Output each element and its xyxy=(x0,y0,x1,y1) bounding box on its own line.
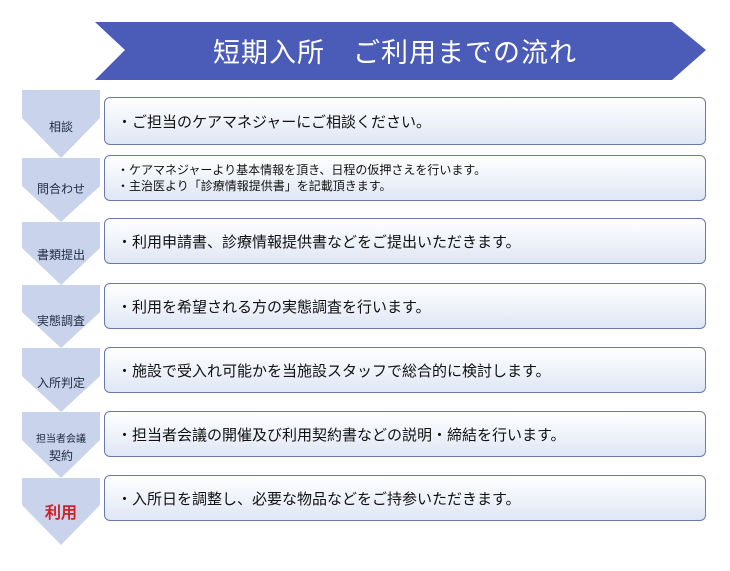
step-3-text: ・利用申請書、診療情報提供書などをご提出いただきます。 xyxy=(117,232,521,251)
step-label-survey: 実態調査 xyxy=(36,314,85,328)
step-box-6: ・担当者会議の開催及び利用契約書などの説明・締結を行います。 xyxy=(104,411,706,457)
step-chevron-7 xyxy=(22,478,100,545)
step-label-documents: 書類提出 xyxy=(36,248,85,262)
step-label-inquiry: 問合わせ xyxy=(36,182,85,196)
step-box-7: ・入所日を調整し、必要な物品などをご持参いただきます。 xyxy=(104,475,706,521)
title-banner xyxy=(95,22,706,80)
step-label-meeting-line1: 担当者会議 xyxy=(36,434,86,445)
step-chevron-5 xyxy=(22,348,100,412)
step-6-text: ・担当者会議の開催及び利用契約書などの説明・締結を行います。 xyxy=(117,425,566,444)
step-label-judgement: 入所判定 xyxy=(36,376,85,390)
step-2-text-1: ・ケアマネジャーより基本情報を頂き、日程の仮押さえを行います。 xyxy=(117,163,487,177)
step-5-text: ・施設で受入れ可能かを当施設スタッフで総合的に検討します。 xyxy=(117,361,551,380)
step-box-1: ・ご担当のケアマネジャーにご相談ください。 xyxy=(104,97,706,145)
step-2-text-2: ・主治医より「診療情報提供書」を記載頂きます。 xyxy=(117,179,392,193)
step-box-3: ・利用申請書、診療情報提供書などをご提出いただきます。 xyxy=(104,218,706,264)
step-chevron-1 xyxy=(22,90,100,158)
step-label-consultation: 相談 xyxy=(48,120,73,134)
step-box-5: ・施設で受入れ可能かを当施設スタッフで総合的に検討します。 xyxy=(104,347,706,393)
step-box-4: ・利用を希望される方の実態調査を行います。 xyxy=(104,283,706,329)
step-chevron-4 xyxy=(22,285,100,348)
step-7-text: ・入所日を調整し、必要な物品などをご持参いただきます。 xyxy=(117,489,521,508)
step-chevron-2 xyxy=(22,158,100,222)
step-chevron-3 xyxy=(22,222,100,285)
step-chevron-6 xyxy=(22,412,100,478)
step-4-text: ・利用を希望される方の実態調査を行います。 xyxy=(117,297,431,316)
step-1-text: ・ご担当のケアマネジャーにご相談ください。 xyxy=(117,112,431,131)
step-box-2: ・ケアマネジャーより基本情報を頂き、日程の仮押さえを行います。 ・主治医より「診… xyxy=(104,155,706,201)
step-label-meeting-line2: 契約 xyxy=(48,449,73,463)
step-label-meeting: 担当者会議 契約 xyxy=(22,432,100,464)
step-label-usage: 利用 xyxy=(44,503,77,522)
